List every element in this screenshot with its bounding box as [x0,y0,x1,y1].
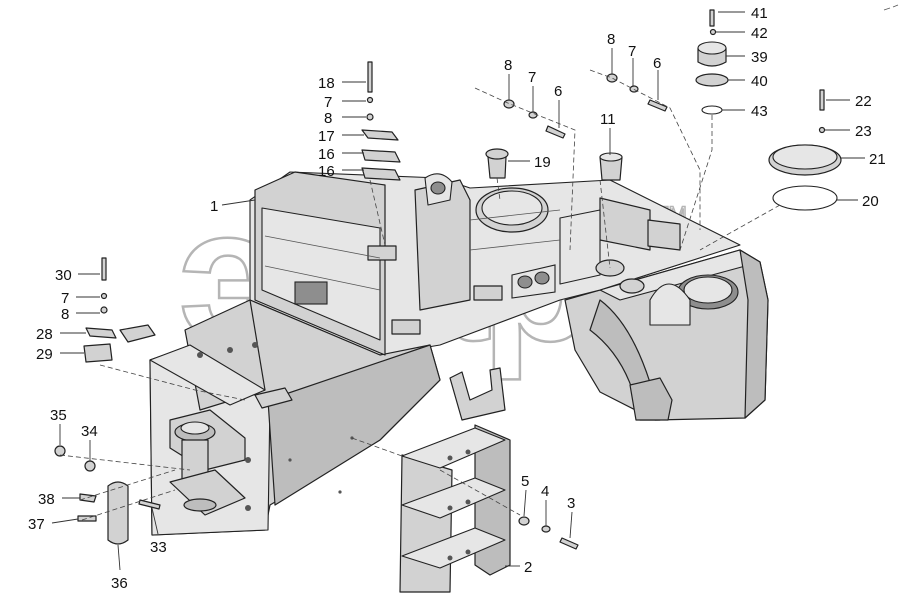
callout-7-stack: 7 [324,94,332,111]
callout-22: 22 [855,93,872,110]
hitch-assembly [169,409,251,516]
callout-11: 11 [600,111,616,128]
corner-mark [883,4,899,11]
callout-4: 4 [541,483,549,500]
callout-7-right: 7 [628,43,636,60]
callout-6-left: 6 [554,83,562,100]
plugs [485,148,623,181]
callout-8-stack: 8 [324,110,332,127]
callout-3: 3 [567,495,575,512]
callout-28: 28 [36,326,53,343]
callout-29: 29 [36,346,53,363]
callout-19: 19 [534,154,551,171]
callout-7-front: 7 [61,290,69,307]
callout-labels: 41 42 39 40 43 22 23 21 20 8 7 6 8 7 6 1… [28,5,886,592]
callout-37: 37 [28,516,45,533]
callout-34: 34 [81,423,98,440]
callout-39: 39 [751,49,768,66]
callout-41: 41 [751,5,768,22]
callout-23: 23 [855,123,872,140]
alignment-lines [59,69,781,521]
callout-5: 5 [521,473,529,490]
callout-38: 38 [38,491,55,508]
callout-35: 35 [50,407,67,424]
callout-18: 18 [318,75,335,92]
callout-8-left: 8 [504,57,512,74]
callout-2: 2 [524,559,532,576]
callout-17: 17 [318,128,335,145]
callout-16-upper: 16 [318,146,335,163]
tank-cover [768,144,842,211]
step-ladder [399,367,511,593]
callout-21: 21 [869,151,886,168]
callout-30: 30 [55,267,72,284]
callout-1: 1 [210,198,218,215]
callout-8-right: 8 [607,31,615,48]
callout-36: 36 [111,575,128,592]
callout-43: 43 [751,103,768,120]
callout-6-right: 6 [653,55,661,72]
callout-7-left: 7 [528,69,536,86]
callout-20: 20 [862,193,879,210]
callout-42: 42 [751,25,768,42]
callout-33: 33 [150,539,167,556]
callout-8-front: 8 [61,306,69,323]
leader-lines [51,11,865,571]
callout-16-lower: 16 [318,163,335,180]
filler-cap [695,9,729,115]
callout-40: 40 [751,73,768,90]
